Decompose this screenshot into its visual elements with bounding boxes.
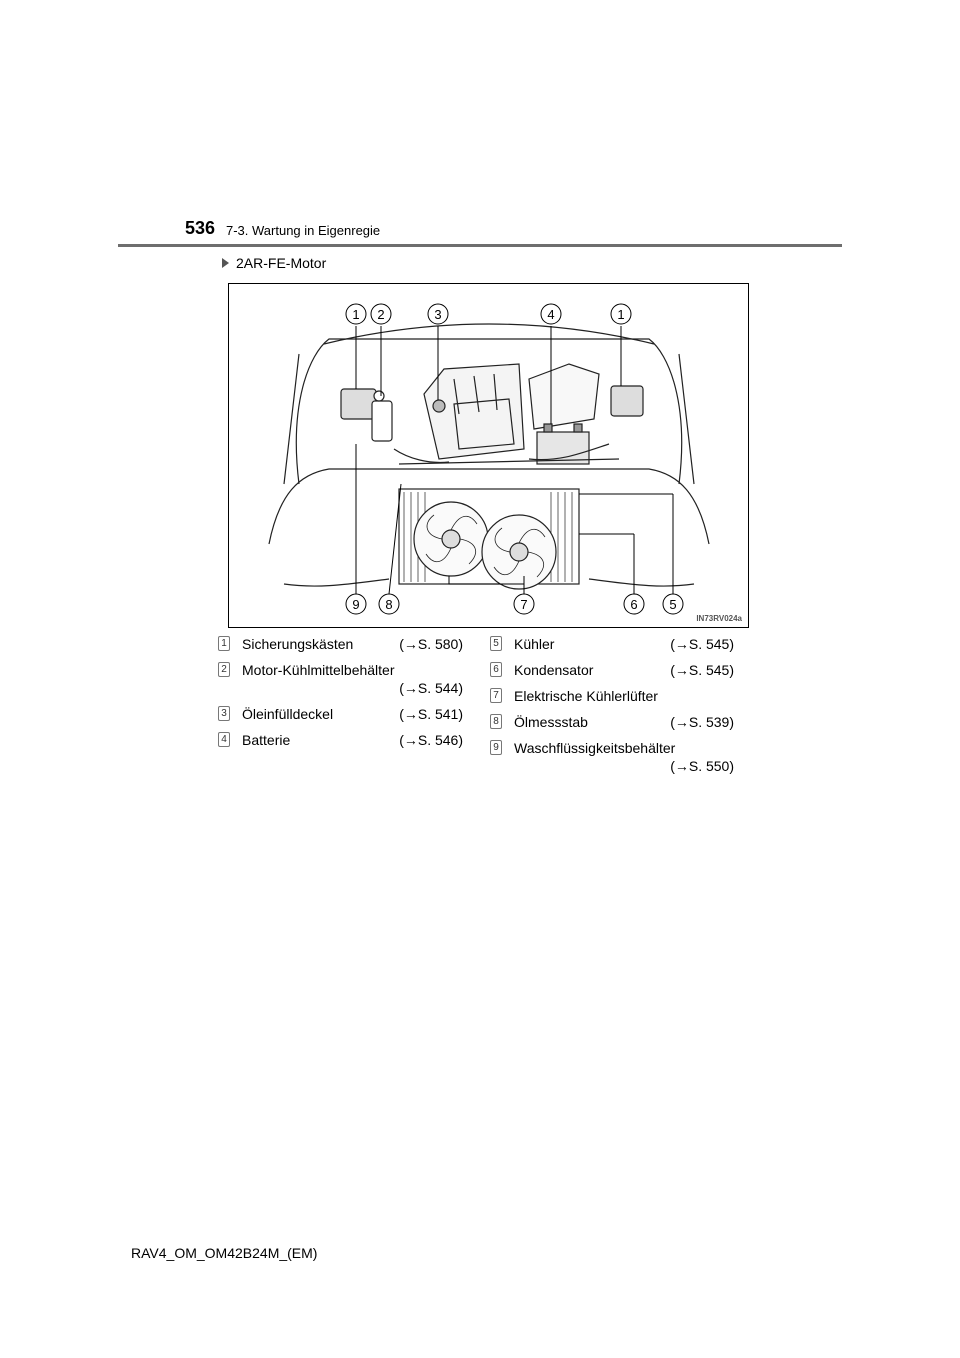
callout-condenser: 6 [630, 597, 637, 612]
legend-item: 2 Motor-Kühlmittelbehälter (→S. 544) [218, 661, 463, 697]
legend-label: Kühler [514, 636, 555, 652]
callout-battery: 4 [547, 307, 554, 322]
page-reference: (→S. 580) [399, 636, 463, 652]
legend-label: Sicherungskästen [242, 636, 354, 652]
page-reference: (→S. 546) [399, 732, 463, 748]
legend-item: 5 Kühler (→S. 545) [490, 635, 734, 653]
legend-column-1: 1 Sicherungskästen (→S. 580) 2 Motor-Küh… [218, 635, 463, 757]
page-reference: (→S. 541) [399, 706, 463, 722]
legend-item: 8 Ölmessstab (→S. 539) [490, 713, 734, 731]
legend-number-badge: 3 [218, 706, 230, 721]
legend-item: 7 Elektrische Kühlerlüfter [490, 687, 734, 705]
legend-label: Elektrische Kühlerlüfter [514, 688, 658, 704]
legend-item: 6 Kondensator (→S. 545) [490, 661, 734, 679]
document-code: RAV4_OM_OM42B24M_(EM) [131, 1245, 318, 1261]
callout-radiator: 5 [669, 597, 676, 612]
page-number: 536 [185, 218, 216, 238]
callout-oil-filler-cap: 3 [434, 307, 441, 322]
engine-compartment-illustration: 1 2 3 4 1 9 8 7 6 5 [268, 303, 710, 615]
header-divider [118, 244, 842, 247]
legend-item: 4 Batterie (→S. 546) [218, 731, 463, 749]
figure-code: IN73RV024a [696, 614, 742, 623]
legend-label: Waschflüssigkeitsbehälter [514, 740, 676, 756]
legend-number-badge: 9 [490, 740, 502, 755]
legend-number-badge: 2 [218, 662, 230, 677]
page-reference: (→S. 544) [399, 680, 463, 696]
legend-number-badge: 1 [218, 636, 230, 651]
legend-label: Batterie [242, 732, 291, 748]
legend-item: 3 Öleinfülldeckel (→S. 541) [218, 705, 463, 723]
callout-fuse-box-right: 1 [617, 307, 624, 322]
callout-cooling-fans: 7 [520, 597, 527, 612]
page-reference: (→S. 550) [670, 758, 734, 774]
callout-dipstick: 8 [385, 597, 392, 612]
legend-number-badge: 6 [490, 662, 502, 677]
legend-label: Öleinfülldeckel [242, 706, 334, 722]
legend-number-badge: 7 [490, 688, 502, 703]
legend-item: 9 Waschflüssigkeitsbehälter (→S. 550) [490, 739, 734, 775]
legend-label: Kondensator [514, 662, 594, 678]
engine-subheading-text: 2AR-FE-Motor [236, 255, 327, 271]
callout-coolant-reservoir: 2 [377, 307, 384, 322]
legend-number-badge: 4 [218, 732, 230, 747]
engine-compartment-figure: 1 2 3 4 1 9 8 7 6 5 IN73RV024a [228, 283, 749, 628]
legend-label: Ölmessstab [514, 714, 588, 730]
callout-washer-reservoir: 9 [352, 597, 359, 612]
page-reference: (→S. 539) [670, 714, 734, 730]
legend-label: Motor-Kühlmittelbehälter [242, 662, 395, 678]
callout-fuse-box-left: 1 [352, 307, 359, 322]
engine-subheading: 2AR-FE-Motor [222, 255, 326, 271]
legend-item: 1 Sicherungskästen (→S. 580) [218, 635, 463, 653]
section-title: 7-3. Wartung in Eigenregie [226, 223, 381, 238]
page-reference: (→S. 545) [670, 636, 734, 652]
legend-number-badge: 8 [490, 714, 502, 729]
legend-column-2: 5 Kühler (→S. 545) 6 Kondensator (→S. 54… [490, 635, 734, 783]
legend-number-badge: 5 [490, 636, 502, 651]
page-reference: (→S. 545) [670, 662, 734, 678]
triangle-bullet-icon [222, 258, 229, 268]
